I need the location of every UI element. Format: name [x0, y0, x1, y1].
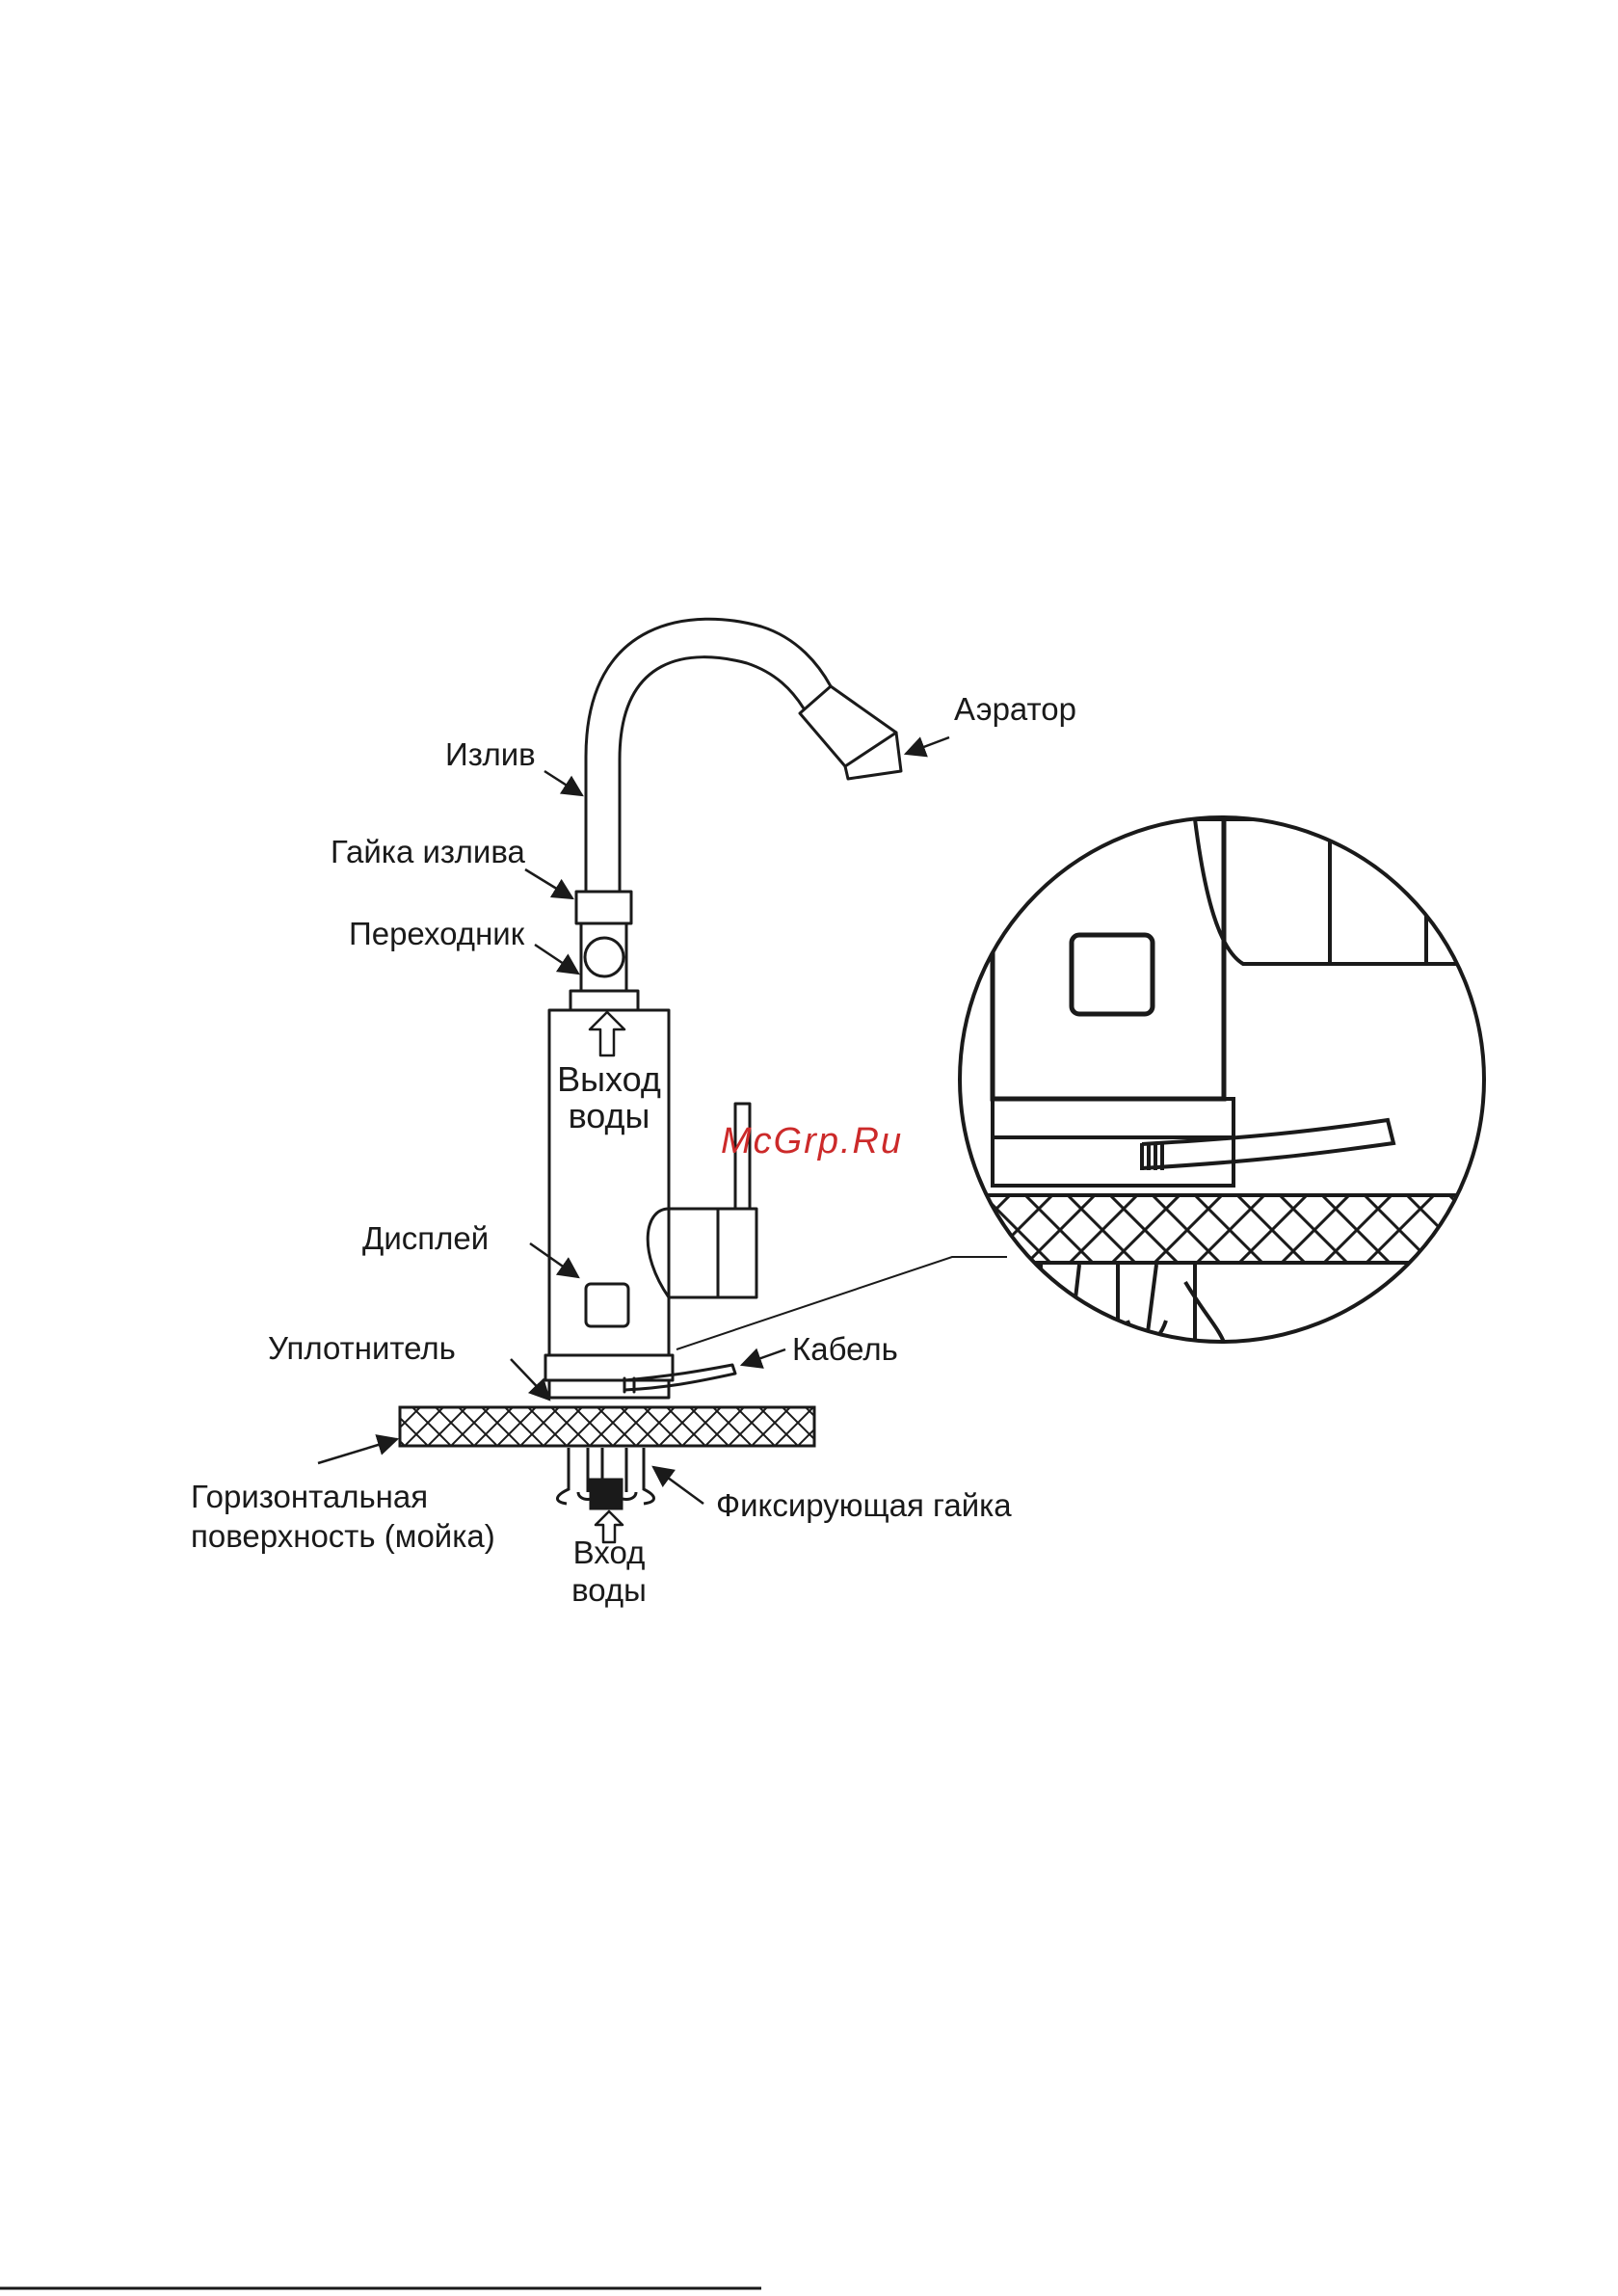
handle	[669, 1209, 718, 1297]
leader-adapter	[535, 945, 578, 974]
sink-surface	[400, 1407, 814, 1446]
label-water-in-line2: воды	[549, 1571, 669, 1610]
label-spout-nut: Гайка излива	[331, 833, 525, 871]
label-spout: Излив	[445, 735, 536, 774]
spout	[586, 619, 831, 892]
aerator	[800, 686, 896, 766]
label-cable: Кабель	[792, 1330, 898, 1369]
label-water-in-line1: Вход	[549, 1534, 669, 1572]
leader-display	[530, 1243, 578, 1277]
label-surface-line1: Горизонтальная	[191, 1478, 428, 1516]
adapter	[581, 923, 626, 991]
spout-inner	[620, 657, 804, 892]
label-display: Дисплей	[362, 1219, 489, 1258]
leader-spout	[544, 771, 582, 795]
leader-cable	[742, 1349, 785, 1365]
spout-nut	[576, 892, 631, 923]
label-seal: Уплотнитель	[268, 1329, 456, 1368]
display	[586, 1284, 628, 1326]
leader-aerator	[906, 737, 949, 754]
arrow-up-icon	[590, 1012, 624, 1055]
label-aerator: Аэратор	[954, 690, 1076, 729]
leader-spout-nut	[525, 869, 572, 898]
leader-fixing-nut	[653, 1467, 703, 1504]
zoom-display	[1072, 935, 1153, 1014]
leader-surface	[318, 1439, 397, 1463]
label-water-out-line2: воды	[551, 1097, 667, 1135]
label-adapter: Переходник	[349, 915, 524, 953]
cable	[624, 1365, 735, 1390]
watermark: McGrp.Ru	[721, 1121, 903, 1162]
label-surface-line2: поверхность (мойка)	[191, 1517, 495, 1556]
label-water-out-line1: Выход	[551, 1060, 667, 1099]
leader-seal	[511, 1359, 549, 1400]
fixing-nut	[557, 1448, 653, 1508]
label-fixing-nut: Фиксирующая гайка	[716, 1486, 1012, 1525]
